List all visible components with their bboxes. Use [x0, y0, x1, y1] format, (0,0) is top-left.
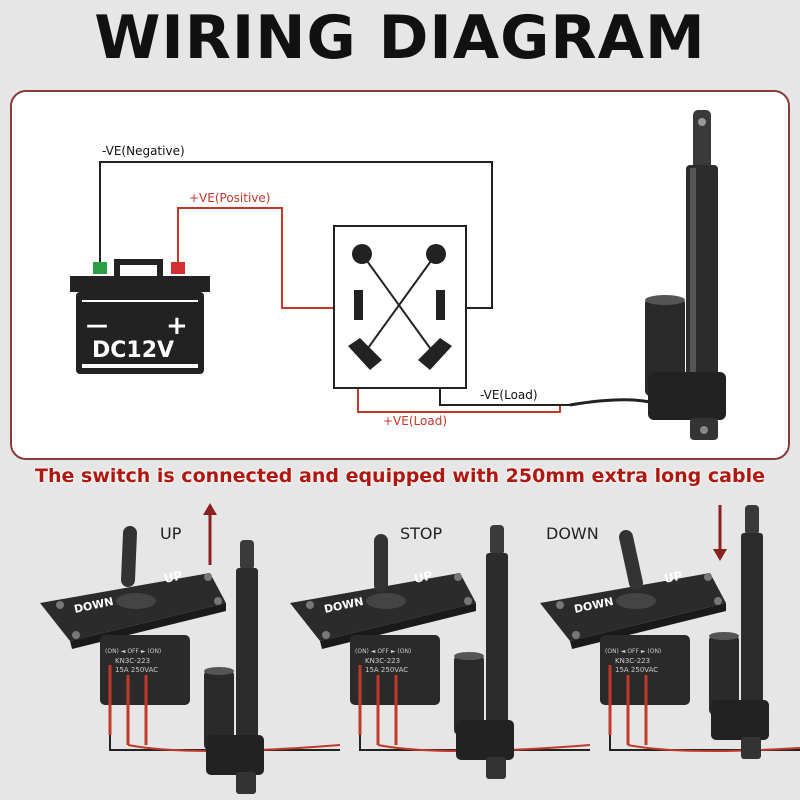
state-label-up: UP: [160, 524, 182, 543]
page-title: WIRING DIAGRAM: [94, 3, 706, 73]
positive-load-wire: [357, 368, 561, 413]
plate-up-label: UP: [413, 568, 434, 586]
negative-wire: [99, 161, 493, 309]
schematic: -VE(Negative) +VE(Positive) -VE(Load) +V…: [70, 110, 726, 440]
switch-positions: (ON) ◄ OFF ► (ON): [605, 648, 661, 655]
switch-rating: 15A 250VAC: [115, 666, 158, 674]
switch-state-down: DOWN UP (ON) ◄ OFF ► (ON) KN3C-223 15A 2…: [538, 505, 800, 759]
linear-actuator-icon: [569, 110, 726, 440]
down-arrow-head: [713, 549, 727, 561]
switch-states: DOWN UP (ON) ◄ OFF ► (ON) KN3C-223 15A 2…: [38, 503, 800, 794]
switch-model: KN3C-223: [115, 657, 150, 665]
switch-state-up: DOWN UP (ON) ◄ OFF ► (ON) KN3C-223 15A 2…: [38, 503, 342, 794]
plate-up-label: UP: [163, 568, 184, 586]
switch-model: KN3C-223: [365, 657, 400, 665]
positive-wire: [177, 207, 358, 309]
plate-up-label: UP: [663, 568, 684, 586]
switch-rating: 15A 250VAC: [615, 666, 658, 674]
caption-text: The switch is connected and equipped wit…: [35, 465, 765, 487]
switch-schematic: [333, 225, 467, 389]
state-label-down: DOWN: [546, 524, 599, 543]
battery-icon: — + DC12V: [70, 245, 210, 374]
positive-wire-label: +VE(Positive): [189, 191, 270, 205]
positive-load-label: +VE(Load): [383, 414, 447, 428]
battery-plus: +: [166, 311, 188, 341]
negative-load-label: -VE(Load): [480, 388, 538, 402]
battery-voltage-label: DC12V: [92, 338, 174, 363]
state-label-stop: STOP: [400, 524, 443, 543]
switch-positions: (ON) ◄ OFF ► (ON): [355, 648, 411, 655]
switch-model: KN3C-223: [615, 657, 650, 665]
negative-wire-label: -VE(Negative): [102, 144, 185, 158]
battery-minus: —: [86, 313, 108, 338]
up-arrow-head: [203, 503, 217, 515]
switch-positions: (ON) ◄ OFF ► (ON): [105, 648, 161, 655]
switch-state-stop: DOWN UP (ON) ◄ OFF ► (ON) KN3C-223 15A 2…: [288, 524, 592, 779]
switch-rating: 15A 250VAC: [365, 666, 408, 674]
